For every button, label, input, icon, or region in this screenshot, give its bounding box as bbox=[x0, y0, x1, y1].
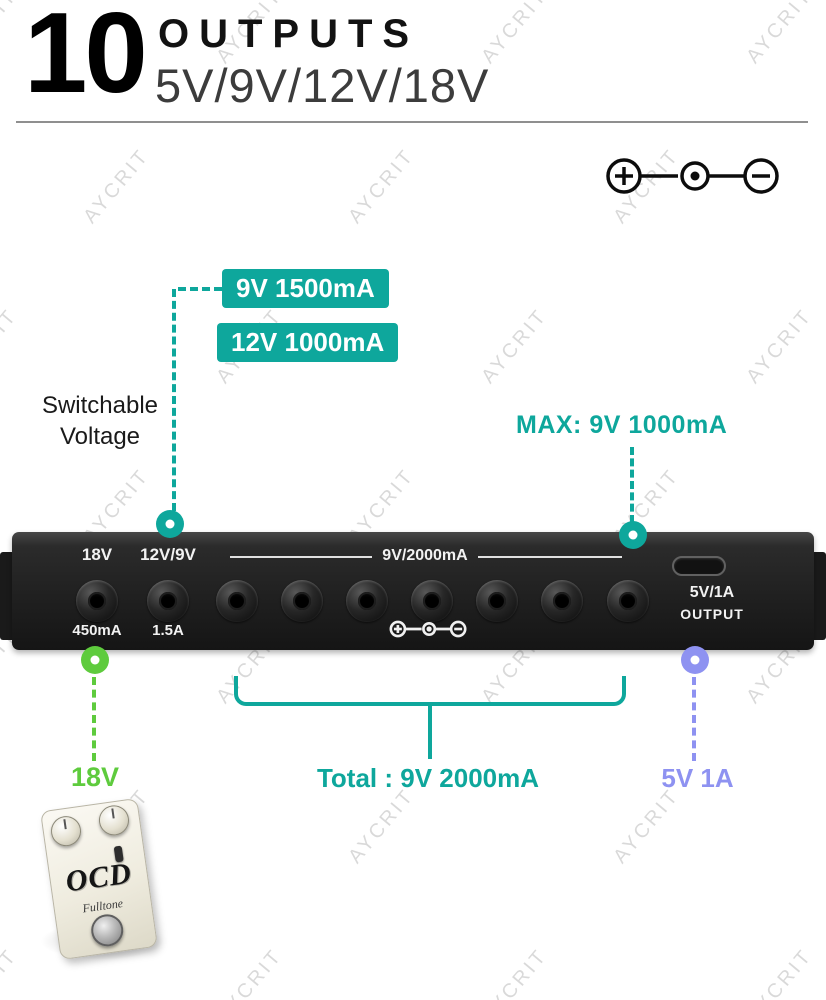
dc-port-hole bbox=[228, 592, 246, 610]
power-strip: 18V 12V/9V 9V/2000mA 450mA 1.5A 5V/1A OU… bbox=[12, 532, 814, 650]
dc-port-hole bbox=[619, 592, 637, 610]
callout-line-badge-vertical bbox=[172, 289, 176, 511]
bracket-total bbox=[234, 676, 626, 706]
dc-port bbox=[476, 580, 518, 622]
callout-line-badge-horizontal bbox=[178, 287, 222, 291]
polarity-icon bbox=[606, 158, 779, 194]
pedal-footswitch bbox=[89, 912, 126, 949]
footer-label-5v1a: 5V 1A bbox=[661, 763, 734, 793]
marker-dot-usb bbox=[681, 646, 709, 674]
port-label-18v: 18V bbox=[81, 545, 113, 564]
dc-port-hole bbox=[358, 592, 376, 610]
current-label-450ma: 450mA bbox=[72, 622, 122, 639]
outputs-title: OUTPUTS bbox=[158, 12, 420, 56]
badge-12v-rating: 12V 1000mA bbox=[217, 323, 399, 362]
watermark-text: AYCRIT bbox=[0, 944, 22, 1000]
watermark-text: AYCRIT bbox=[477, 304, 552, 388]
bracket-stem bbox=[428, 705, 432, 759]
callout-line-max bbox=[630, 447, 634, 523]
guitar-pedal-photo: OCD Fulltone bbox=[30, 797, 175, 970]
usb-label-output: OUTPUT bbox=[680, 606, 744, 622]
watermark-text: AYCRIT bbox=[79, 144, 154, 228]
switchable-line1: Switchable bbox=[41, 392, 159, 419]
watermark-text: AYCRIT bbox=[344, 144, 419, 228]
watermark-text: AYCRIT bbox=[344, 784, 419, 868]
dc-port bbox=[147, 580, 189, 622]
dc-port bbox=[216, 580, 258, 622]
dc-port-hole bbox=[88, 592, 106, 610]
voltage-subtitle: 5V/9V/12V/18V bbox=[155, 59, 490, 112]
pedal-knob bbox=[97, 803, 131, 838]
mounting-ear-right bbox=[812, 552, 826, 640]
mounting-ear-left bbox=[0, 552, 14, 640]
watermark-text: AYCRIT bbox=[742, 0, 817, 68]
group-line-right bbox=[478, 556, 622, 558]
marker-dot-18v bbox=[81, 646, 109, 674]
dc-port-hole bbox=[293, 592, 311, 610]
marker-dot-12v9v bbox=[156, 510, 184, 538]
watermark-text: AYCRIT bbox=[742, 944, 817, 1000]
group-line-left bbox=[230, 556, 372, 558]
dc-port bbox=[76, 580, 118, 622]
dc-port-hole bbox=[423, 592, 441, 610]
pedal-body: OCD Fulltone bbox=[40, 797, 158, 961]
dc-port-hole bbox=[159, 592, 177, 610]
watermark-text: AYCRIT bbox=[0, 0, 22, 68]
footer-label-total: Total : 9V 2000mA bbox=[316, 763, 540, 793]
usb-label-voltage: 5V/1A bbox=[689, 584, 735, 601]
watermark-text: AYCRIT bbox=[0, 304, 22, 388]
dc-port-hole bbox=[553, 592, 571, 610]
watermark-text: AYCRIT bbox=[609, 784, 684, 868]
group-label-9v: 9V/2000mA bbox=[382, 547, 468, 564]
dc-port bbox=[607, 580, 649, 622]
outputs-count: 10 bbox=[24, 0, 148, 117]
watermark-text: AYCRIT bbox=[212, 944, 287, 1000]
dc-port-hole bbox=[488, 592, 506, 610]
usb-c-port bbox=[672, 556, 726, 576]
dc-port bbox=[411, 580, 453, 622]
header-divider bbox=[16, 121, 808, 123]
current-label-1p5a: 1.5A bbox=[152, 622, 184, 639]
callout-line-5v1a bbox=[692, 677, 696, 761]
switchable-line2: Voltage bbox=[59, 423, 141, 451]
dc-port bbox=[346, 580, 388, 622]
dc-port bbox=[281, 580, 323, 622]
footer-label-18v: 18V bbox=[70, 762, 120, 792]
port-label-12v9v: 12V/9V bbox=[140, 545, 196, 564]
watermark-text: AYCRIT bbox=[742, 304, 817, 388]
dc-port bbox=[541, 580, 583, 622]
marker-dot-9v-max bbox=[619, 521, 647, 549]
pedal-knob bbox=[49, 814, 83, 849]
watermark-text: AYCRIT bbox=[477, 944, 552, 1000]
max-rating-label: MAX: 9V 1000mA bbox=[516, 411, 728, 439]
switchable-voltage-label: Switchable Voltage bbox=[28, 390, 172, 452]
callout-line-18v bbox=[92, 677, 96, 761]
polarity-icon-small bbox=[389, 620, 467, 638]
badge-9v-rating: 9V 1500mA bbox=[222, 269, 389, 308]
